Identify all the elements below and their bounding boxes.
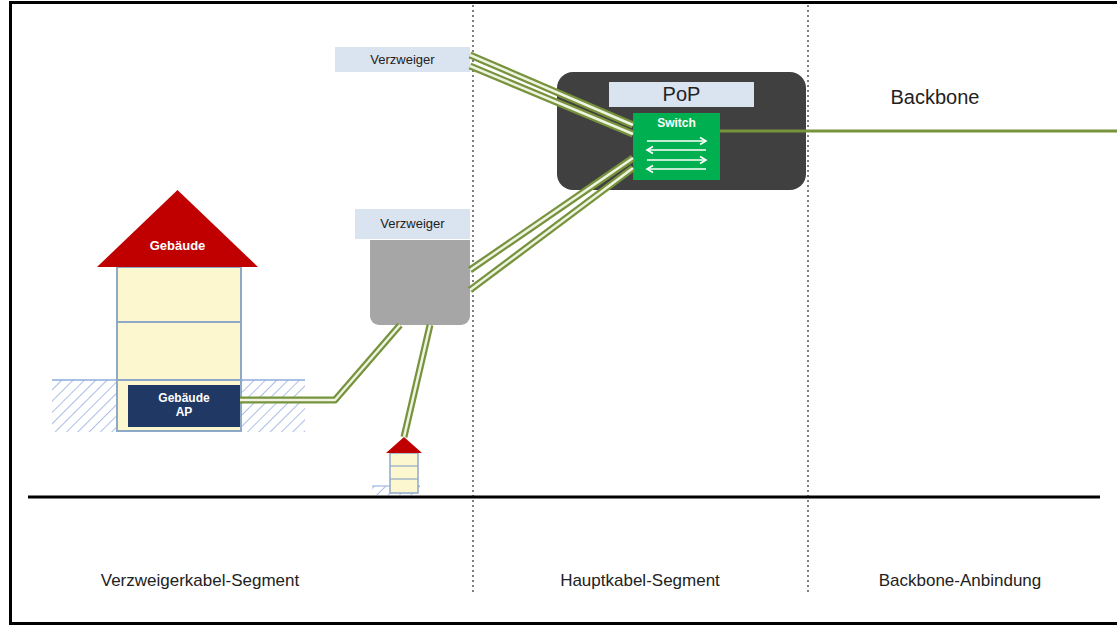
fiber-cable	[470, 158, 633, 270]
node-label: Switch	[633, 113, 720, 130]
building-access-point: Gebäude AP	[128, 385, 240, 427]
node-label: Gebäude AP	[151, 392, 217, 420]
cable	[404, 325, 430, 437]
pop-box: PoP Switch	[557, 72, 806, 190]
cable-group	[470, 158, 633, 270]
baseline	[28, 496, 1100, 499]
fiber-cable	[470, 55, 633, 125]
cable	[470, 168, 633, 290]
backbone-label: Backbone	[880, 86, 990, 109]
frame	[11, 3, 1117, 624]
segment-label: Backbone-Anbindung	[815, 571, 1105, 591]
node-label: PoP	[609, 82, 754, 107]
cable-group	[240, 325, 400, 400]
distribution-cabinet: Verzweiger	[370, 240, 470, 325]
cable-group	[470, 55, 633, 125]
small-house	[386, 437, 422, 493]
ground-line	[52, 379, 305, 381]
node-label: Verzweiger	[370, 52, 434, 67]
segment-divider	[472, 5, 474, 592]
segment-divider	[807, 5, 809, 592]
segment-label: Hauptkabel-Segment	[480, 571, 800, 591]
cable-core	[470, 55, 633, 125]
distribution-point-label: Verzweiger	[335, 47, 470, 72]
fiber-cable	[240, 325, 400, 400]
backbone-cable	[720, 131, 1117, 132]
switch-box: Switch	[633, 113, 720, 180]
cable	[470, 66, 633, 134]
node-label: Gebäude	[97, 238, 258, 253]
building: GebäudeGebäude AP	[97, 190, 258, 432]
ground-hatching	[52, 380, 305, 432]
node-label: Verzweiger	[355, 209, 470, 239]
segment-label: Verzweigerkabel-Segment	[40, 571, 360, 591]
cable-core	[470, 158, 633, 270]
cable-core	[240, 325, 400, 400]
